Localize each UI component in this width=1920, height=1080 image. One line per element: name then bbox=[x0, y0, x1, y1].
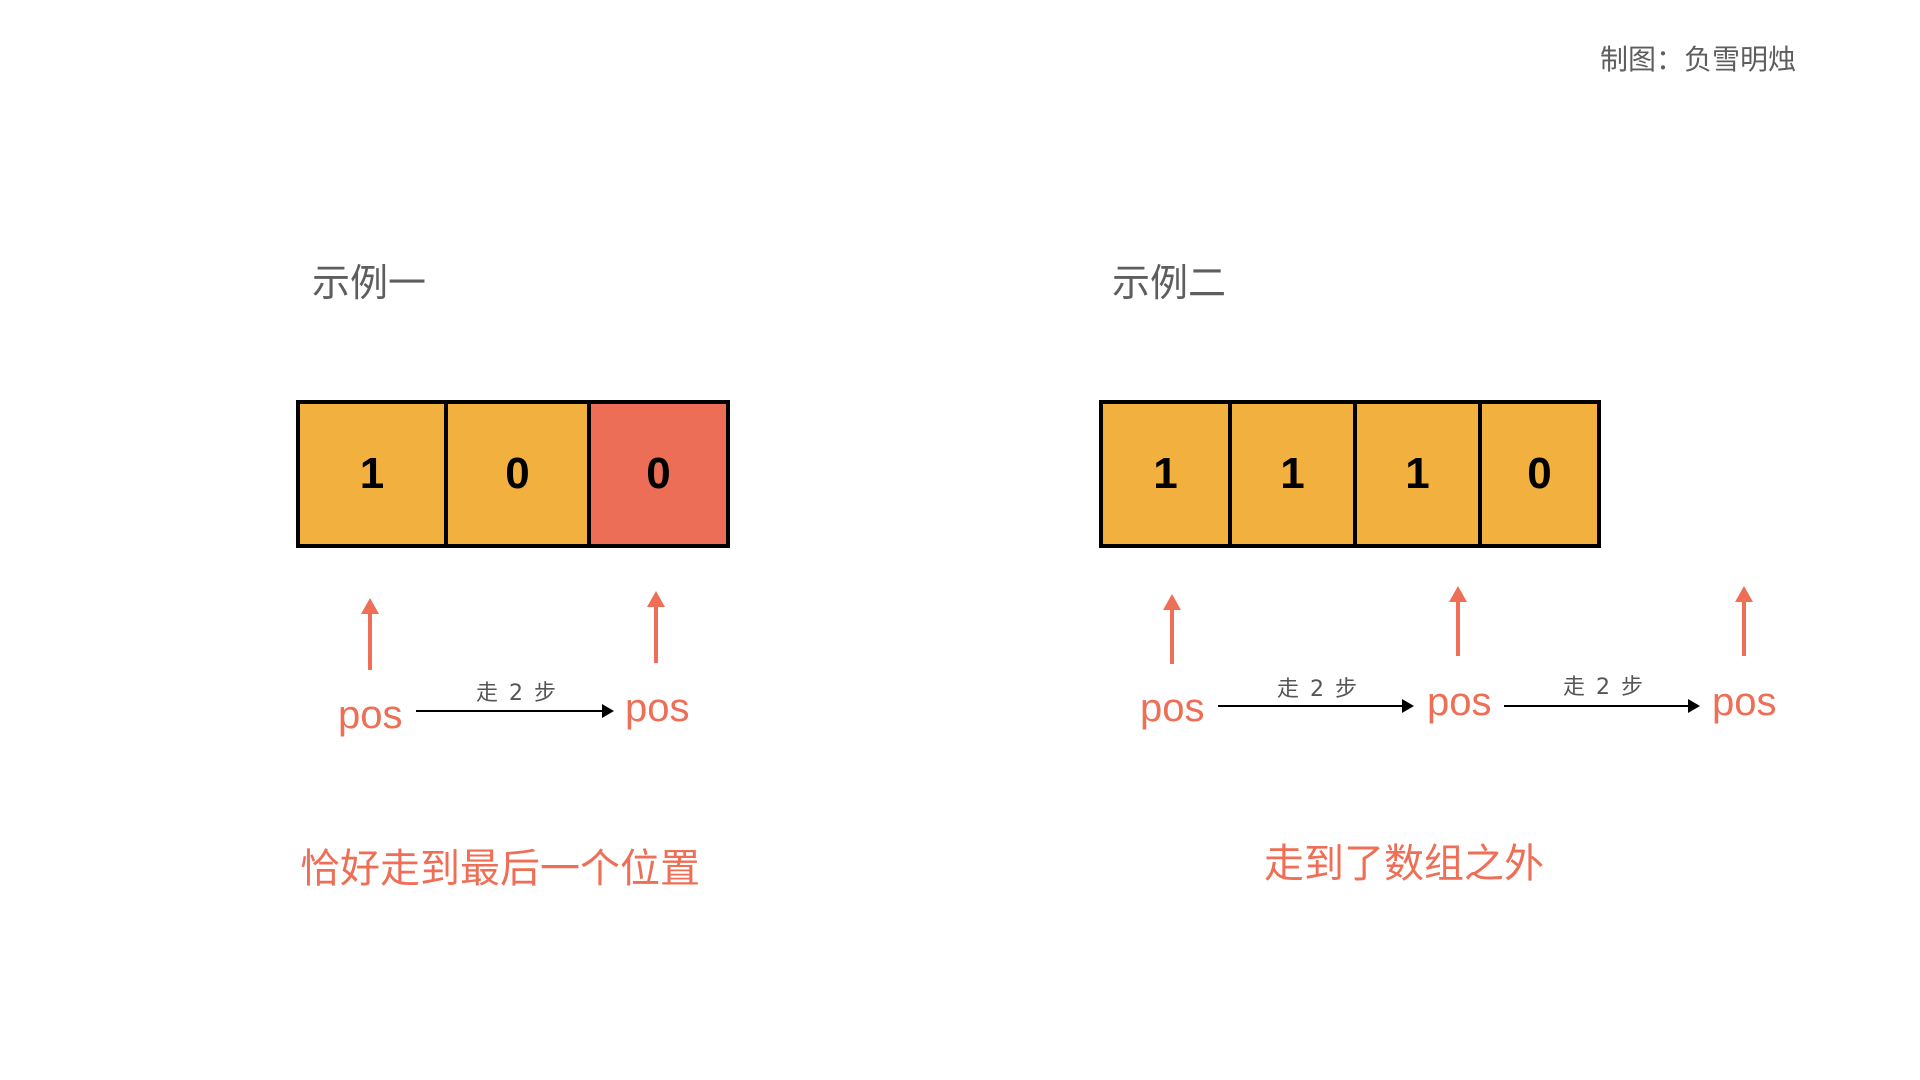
array-cell: 1 bbox=[300, 404, 444, 544]
example-2-array: 1 1 1 0 bbox=[1099, 400, 1601, 548]
right-arrow-icon bbox=[416, 704, 614, 718]
step-label: 走 2 步 bbox=[476, 681, 558, 706]
array-cell: 1 bbox=[1353, 404, 1478, 544]
pos-pointer-label: pos bbox=[1712, 680, 1777, 724]
pos-pointer-label: pos bbox=[1427, 680, 1492, 724]
pos-pointer-label: pos bbox=[625, 686, 690, 730]
up-arrow-icon bbox=[1449, 586, 1467, 656]
step-label: 走 2 步 bbox=[1563, 675, 1645, 700]
array-cell: 0 bbox=[1478, 404, 1597, 544]
array-cell: 1 bbox=[1228, 404, 1353, 544]
array-cell: 1 bbox=[1103, 404, 1228, 544]
example-2-caption: 走到了数组之外 bbox=[1264, 841, 1544, 887]
author-credit: 制图：负雪明烛 bbox=[1600, 43, 1797, 76]
right-arrow-icon bbox=[1504, 699, 1700, 713]
up-arrow-icon bbox=[361, 598, 379, 670]
step-label: 走 2 步 bbox=[1277, 677, 1359, 702]
example-1-caption: 恰好走到最后一个位置 bbox=[300, 846, 700, 892]
pos-pointer-label: pos bbox=[338, 693, 403, 737]
up-arrow-icon bbox=[1735, 586, 1753, 656]
up-arrow-icon bbox=[1163, 594, 1181, 664]
array-cell: 0 bbox=[444, 404, 587, 544]
example-1-array: 1 0 0 bbox=[296, 400, 730, 548]
right-arrow-icon bbox=[1218, 699, 1414, 713]
pos-pointer-label: pos bbox=[1140, 686, 1205, 730]
array-cell-highlighted: 0 bbox=[587, 404, 726, 544]
example-2-title: 示例二 bbox=[1112, 261, 1227, 305]
example-1-title: 示例一 bbox=[312, 261, 427, 305]
up-arrow-icon bbox=[647, 591, 665, 663]
